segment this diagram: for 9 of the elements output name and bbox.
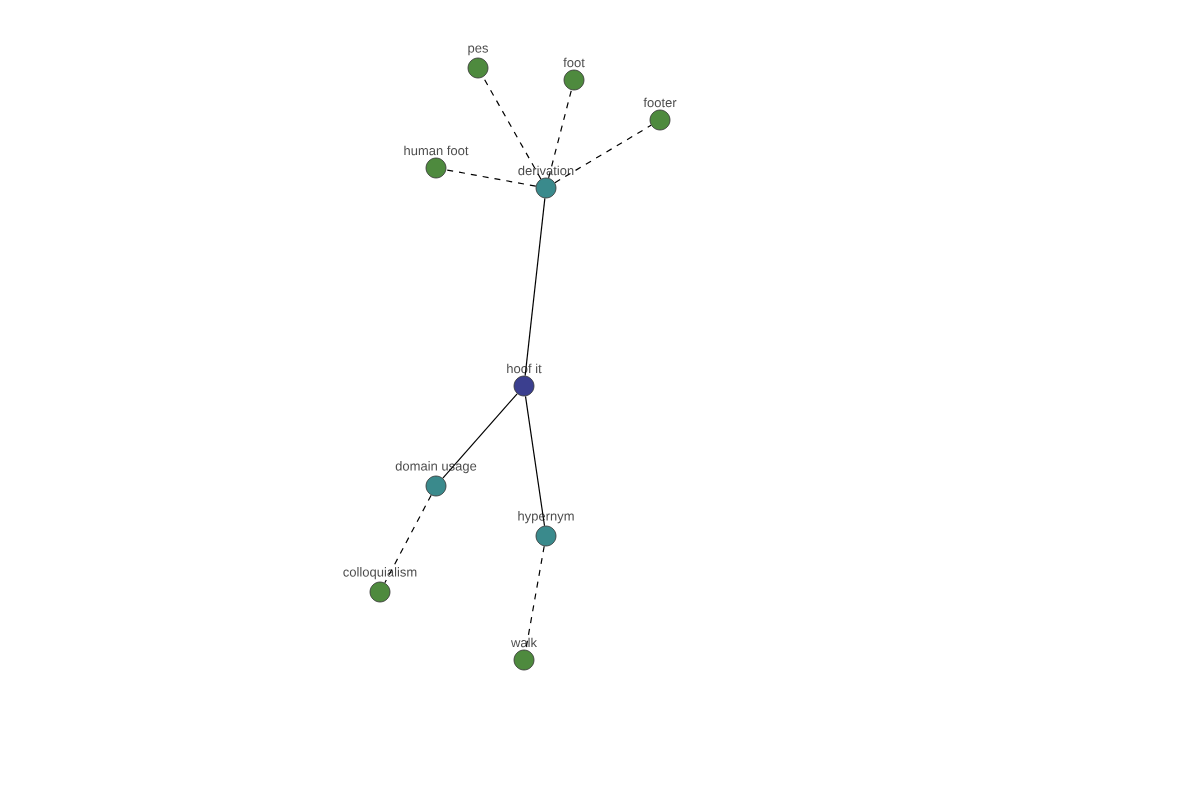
connector bbox=[442, 393, 518, 479]
connector bbox=[384, 494, 432, 584]
connector bbox=[548, 89, 572, 179]
connector bbox=[524, 197, 546, 377]
connector bbox=[525, 545, 545, 651]
connector bbox=[445, 169, 537, 187]
connector bbox=[524, 395, 546, 527]
connector bbox=[482, 76, 542, 180]
connector bbox=[554, 124, 652, 184]
